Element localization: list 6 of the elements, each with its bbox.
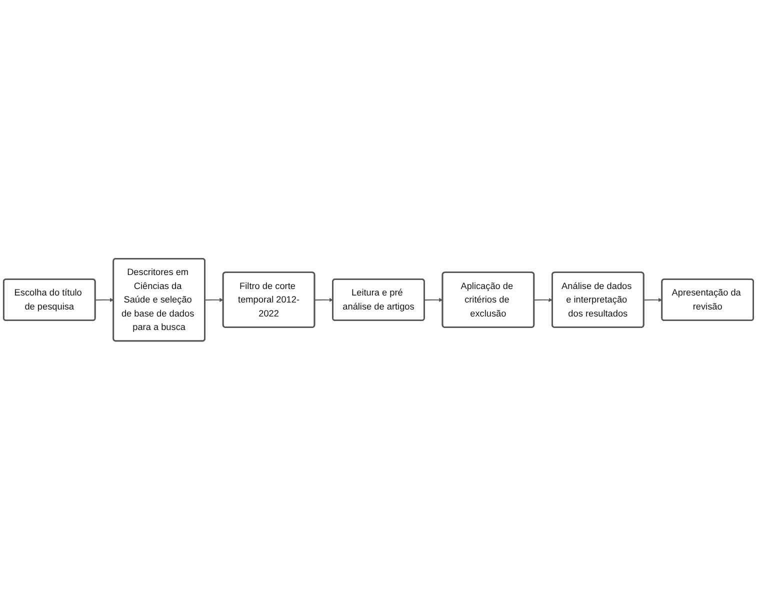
arrow [424, 298, 443, 302]
arrow [643, 298, 662, 302]
arrow [314, 298, 334, 302]
arrow [204, 298, 224, 302]
arrow [94, 298, 114, 302]
arrow [534, 298, 553, 302]
